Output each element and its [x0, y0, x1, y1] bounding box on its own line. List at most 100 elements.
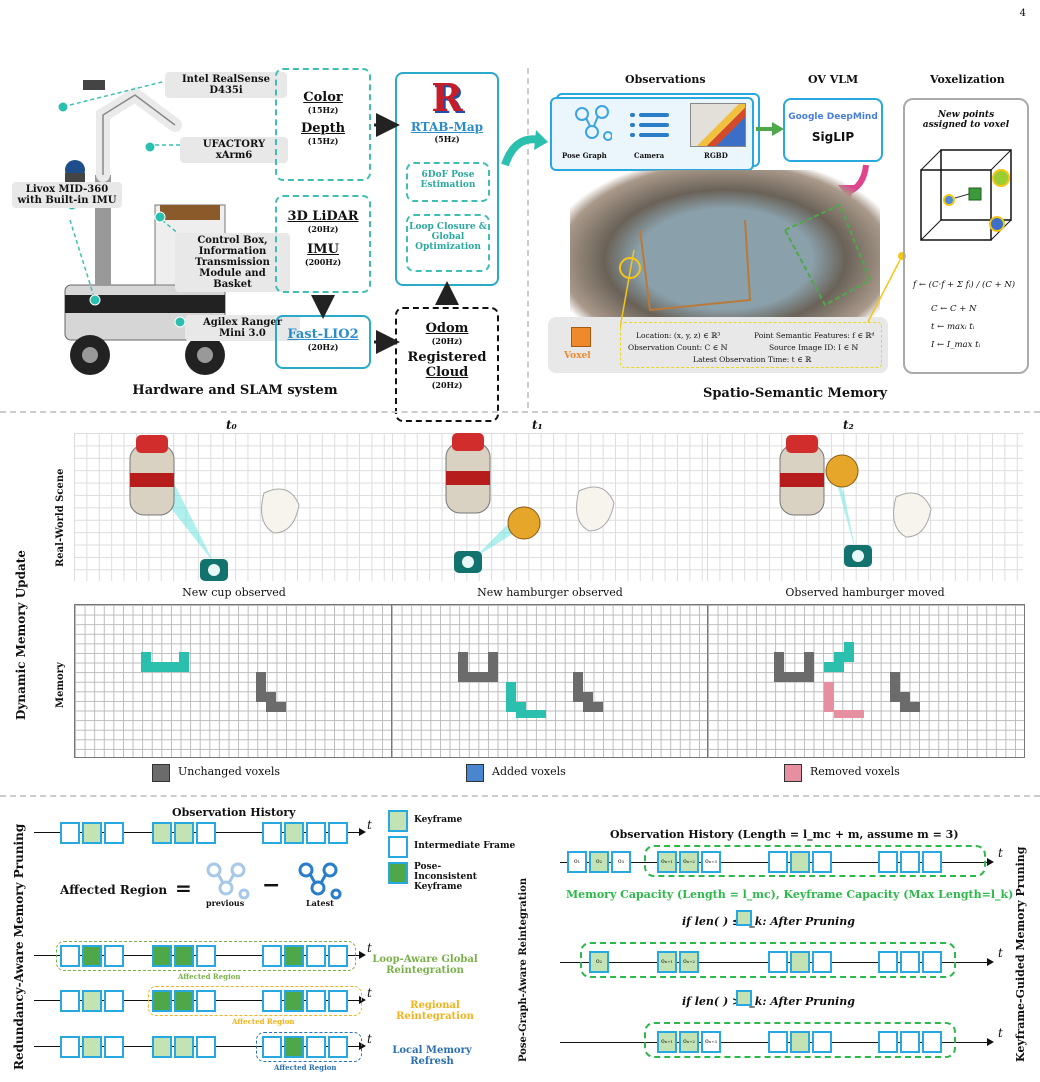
frame-keyframe: [284, 822, 304, 844]
rgbd-thumbnail: [690, 103, 746, 147]
frame: [104, 822, 124, 844]
region-global: [56, 941, 356, 971]
capacity-label: Memory Capacity (Length = l_mc), Keyfram…: [566, 888, 1013, 901]
frame: [878, 851, 898, 873]
memory-title: Spatio-Semantic Memory: [670, 386, 920, 401]
latest-graph-icon: [296, 862, 342, 902]
frame: [900, 1031, 920, 1053]
timeline-3-t: t: [367, 986, 372, 1000]
legend-unchanged-label: Unchanged voxels: [178, 765, 280, 778]
frame: [812, 1031, 832, 1053]
region-regional: [148, 986, 362, 1016]
lidar-label: 3D LiDAR: [277, 209, 369, 224]
frame: [104, 1036, 124, 1058]
attr-source: Source Image ID: I ∈ ℕ: [769, 343, 858, 352]
attr-features: Point Semantic Features: f ∈ ℝᵈ: [754, 331, 875, 340]
deepmind-label: Google DeepMind: [785, 112, 881, 122]
odom-cloud-box: Odom (20Hz) Registered Cloud (20Hz): [395, 307, 499, 422]
region-local: [256, 1032, 362, 1062]
local-label: Local Memory Refresh: [372, 1045, 492, 1067]
regional-label: Regional Reintegration: [370, 1000, 500, 1022]
attr-count: Observation Count: C ∈ ℕ: [628, 343, 727, 352]
frame-o3: o₃: [611, 851, 631, 873]
cond2-keyframe-icon: [736, 990, 752, 1006]
callout-camera: Intel RealSense D435i: [165, 72, 287, 98]
affected-region-label: Affected Region: [60, 883, 167, 897]
kf-timeline-1-t: t: [998, 846, 1003, 860]
frame: [60, 822, 80, 844]
depth-label: Depth: [277, 121, 369, 136]
frame-keyframe: [82, 822, 102, 844]
separator-1: [0, 411, 1040, 413]
pruning-side-title: Redundancy-Aware Memory Pruning: [12, 824, 26, 1070]
caption-t2: Observed hamburger moved: [707, 586, 1023, 599]
timeline-1-t: t: [367, 818, 372, 832]
frame: [878, 1031, 898, 1053]
voxel-cube-icon: [571, 327, 591, 347]
odom-label: Odom: [397, 321, 497, 336]
loop-closure-box: Loop Closure & Global Optimization: [406, 214, 490, 272]
frame: [900, 851, 920, 873]
region-global-affected: Affected Region: [178, 972, 241, 981]
pose-estimation-box: 6DoF Pose Estimation: [406, 162, 490, 202]
voxelization-panel: New points assigned to voxel f ← (C·f + …: [903, 98, 1029, 374]
fastlio-box: Fast-LIO2 (20Hz): [275, 315, 371, 369]
previous-graph-icon: [204, 862, 250, 902]
keyframe-side-left: Pose-Graph-Aware Reintegration: [518, 878, 529, 1062]
legend-added-swatch: [466, 764, 484, 782]
pose-graph-label: Pose Graph: [562, 151, 607, 160]
curved-arrow: [500, 130, 550, 170]
region-local-affected: Affected Region: [274, 1063, 337, 1072]
callout-control: Control Box, Information Transmission Mo…: [175, 233, 290, 292]
legend-pose-icon: [388, 862, 408, 884]
region-regional-affected: Affected Region: [232, 1017, 295, 1026]
rgbd-label: RGBD: [704, 151, 728, 160]
camera-stream-box: Color (15Hz) Depth (15Hz): [275, 68, 371, 181]
frame-keyframe: [152, 1036, 172, 1058]
minus-sign: −: [262, 872, 280, 898]
rtab-logo: R: [397, 76, 497, 120]
legend-intermediate-icon: [388, 836, 408, 858]
t1-label: t₁: [532, 418, 543, 432]
to-vlm-arrow: [756, 122, 784, 136]
legend-removed-label: Removed voxels: [810, 765, 900, 778]
callout-lidar: Livox MID-360 with Built-in IMU: [12, 182, 122, 208]
frame: [768, 951, 788, 973]
row-memory-label: Memory: [55, 662, 66, 708]
frame: [922, 951, 942, 973]
frame-on2: oₙ₊₂: [679, 1031, 699, 1053]
frame: [328, 822, 348, 844]
voxel-attributes: Voxel Location: (x, y, z) ∈ ℝ³ Point Sem…: [548, 317, 888, 373]
cloud-label-2: Cloud: [397, 365, 497, 380]
fastlio-hz: (20Hz): [277, 342, 369, 352]
rtab-box: R RTAB-Map (5Hz) 6DoF Pose Estimation Lo…: [395, 72, 499, 286]
frame: [104, 990, 124, 1012]
fastlio-label: Fast-LIO2: [277, 327, 369, 342]
eq-count-update: C ← C + N: [931, 304, 977, 314]
previous-label: previous: [206, 898, 244, 908]
frame: [196, 822, 216, 844]
pose-graph-icon: [572, 104, 612, 144]
timeline-2-t: t: [367, 941, 372, 955]
frame-keyframe: [790, 1031, 810, 1053]
frame-on1: oₙ₊₁: [657, 951, 677, 973]
frame-o1: o₁: [567, 851, 587, 873]
color-hz: (15Hz): [277, 105, 369, 115]
attr-location: Location: (x, y, z) ∈ ℝ³: [636, 331, 720, 340]
frame: [196, 1036, 216, 1058]
loop-aware-label: Loop-Aware Global Reintegration: [360, 954, 490, 976]
frame: [922, 1031, 942, 1053]
frame: [900, 951, 920, 973]
frame: [306, 822, 326, 844]
frame-on1: oₙ₊₁: [657, 1031, 677, 1053]
frame: [812, 851, 832, 873]
attr-time: Latest Observation Time: t ∈ ℝ: [693, 355, 811, 364]
vlm-box: Google DeepMind SigLIP: [783, 98, 883, 162]
depth-hz: (15Hz): [277, 136, 369, 146]
legend-intermediate-label: Intermediate Frame: [414, 841, 515, 851]
callout-arm: UFACTORY xArm6: [180, 137, 288, 163]
frame-on2: oₙ₊₂: [679, 951, 699, 973]
frame: [262, 822, 282, 844]
new-points-label: New points assigned to voxel: [919, 110, 1013, 130]
top-separator: [527, 68, 529, 408]
